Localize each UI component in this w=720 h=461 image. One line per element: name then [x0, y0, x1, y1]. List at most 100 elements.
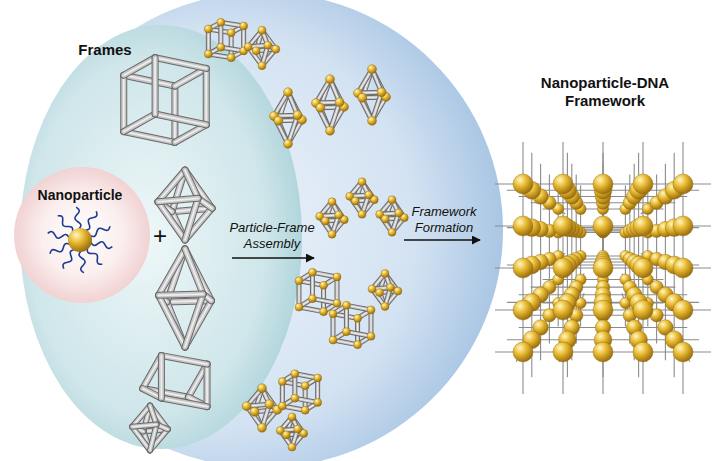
frame-rod — [299, 281, 324, 286]
frame-rod — [372, 289, 379, 293]
frame-rod — [123, 75, 125, 131]
frame-rod — [247, 406, 255, 412]
gold-particle — [594, 256, 612, 274]
frame-rod — [316, 102, 340, 104]
frame-rod — [205, 68, 207, 124]
frame-rod — [372, 274, 385, 289]
frame-rod — [295, 374, 318, 378]
particle-frame-cluster — [276, 413, 307, 451]
frame-rod — [143, 432, 150, 451]
frame-rod — [299, 299, 312, 307]
frame-rod — [333, 314, 358, 319]
frame-rod — [339, 215, 345, 220]
frame-rod — [143, 432, 150, 451]
gold-particle — [288, 443, 296, 451]
lattice-line — [495, 267, 711, 268]
frame-rod — [380, 293, 385, 307]
frame-rod — [292, 429, 298, 447]
frame-rod — [255, 410, 278, 412]
gold-particle — [278, 402, 286, 410]
gold-particle — [333, 299, 341, 307]
lattice-line — [576, 175, 577, 344]
frame-rod — [333, 305, 346, 313]
frame-rod — [229, 33, 234, 58]
gold-particle — [301, 382, 309, 390]
gold-particle — [258, 384, 267, 393]
gold-particle — [335, 211, 343, 219]
frame-rod — [231, 33, 232, 58]
lattice-line — [602, 273, 603, 316]
frame-rod — [350, 182, 362, 197]
nanoparticle-circle: Nanoparticle — [14, 167, 150, 303]
frame-rod — [320, 216, 326, 221]
lattice-line — [495, 225, 711, 226]
frame-rod — [172, 86, 177, 142]
frame-rod — [255, 388, 262, 412]
gold-particle — [342, 328, 350, 336]
frame-rod — [247, 404, 270, 406]
frame-rod — [247, 388, 262, 406]
frame-rod — [185, 170, 198, 198]
lattice-line — [602, 142, 603, 394]
gold-particle — [288, 413, 296, 421]
frame-rod — [231, 26, 243, 33]
frame-rod — [385, 218, 404, 219]
gold-particle — [368, 65, 377, 74]
frame-rod — [323, 285, 324, 311]
frame-rod — [282, 374, 294, 382]
frame-rod — [316, 79, 330, 103]
gold-particle — [523, 331, 541, 349]
frame-rod — [333, 305, 346, 313]
gold-particle — [650, 280, 663, 293]
frame-rod — [158, 202, 172, 212]
frame-rod — [219, 22, 222, 47]
frame-rod — [350, 182, 362, 197]
frame-rod — [143, 389, 162, 399]
octahedron-frame — [132, 406, 168, 451]
gold-particle — [564, 221, 580, 237]
frame-rod — [256, 49, 276, 51]
frame-rod — [362, 69, 372, 98]
frame-rod — [317, 378, 318, 402]
frame-rod — [372, 287, 390, 288]
gold-particle — [523, 219, 541, 237]
frame-rod — [262, 388, 277, 410]
frame-rod — [262, 30, 268, 45]
gold-particle — [673, 258, 693, 278]
gold-particle — [575, 297, 586, 308]
frame-rod — [220, 22, 221, 47]
frame-rod — [172, 208, 212, 211]
gold-particle — [594, 219, 612, 237]
gold-particle — [265, 400, 274, 409]
gold-particle — [367, 332, 375, 340]
frame-rod — [208, 47, 220, 54]
frame-rod — [282, 382, 305, 386]
frame-rod — [167, 249, 185, 302]
gold-particle — [620, 203, 631, 214]
frame-rod — [332, 202, 339, 215]
frame-rod — [150, 424, 157, 450]
lattice-line — [602, 153, 603, 377]
gold-particle — [320, 308, 328, 316]
frame-rod — [332, 220, 344, 235]
frame-rod — [269, 404, 277, 410]
lattice-line — [516, 293, 565, 362]
frame-rod — [380, 213, 399, 214]
frame-rod — [336, 277, 337, 303]
gold-particle — [665, 331, 683, 349]
gold-particle — [376, 289, 384, 297]
frame-rod — [312, 299, 337, 304]
frame-rod — [262, 49, 276, 65]
gold-particle — [620, 227, 631, 238]
gold-particle — [240, 47, 248, 55]
frame-rod — [392, 200, 399, 213]
frame-rod — [372, 69, 386, 97]
gold-particle — [328, 198, 336, 206]
frame-rod — [330, 79, 344, 107]
frame-rod — [330, 102, 340, 131]
lattice-line — [543, 232, 664, 233]
frame-rod — [231, 51, 243, 58]
frame-rod — [143, 389, 189, 398]
gold-particle — [665, 293, 683, 311]
frame-rod — [255, 412, 262, 428]
